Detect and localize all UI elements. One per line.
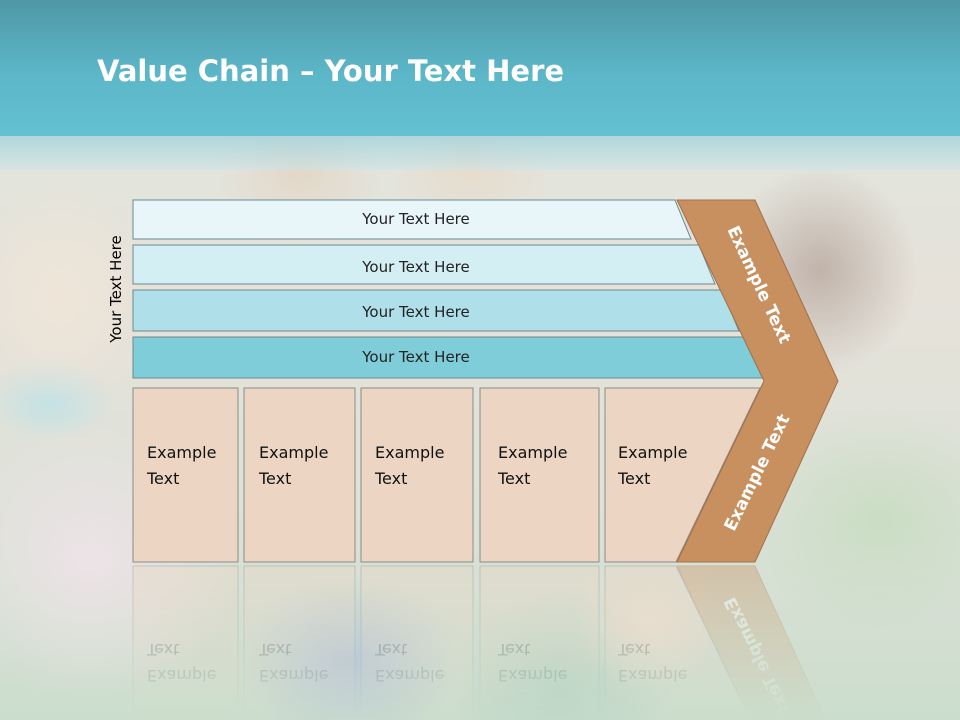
reflection-chevron xyxy=(676,565,827,720)
box-3-line-2: Text xyxy=(374,469,407,488)
refl-box-2-line-2: Text xyxy=(258,640,291,659)
activity-box-3 xyxy=(360,387,474,563)
reflection-box-5-text: Example Text xyxy=(617,640,687,685)
header-band xyxy=(0,0,960,136)
chevron-shape xyxy=(676,199,839,563)
box-1-line-1: Example xyxy=(147,443,216,462)
reflection-box-3 xyxy=(360,565,474,720)
slide-title: Value Chain – Your Text Here xyxy=(97,54,564,88)
row-label-4: Your Text Here xyxy=(361,348,469,366)
refl-box-4-line-1: Example xyxy=(498,666,567,685)
reflection-box-4-text: Example Text xyxy=(497,640,567,685)
reflection-box-1 xyxy=(132,565,239,720)
reflection-box-2 xyxy=(243,565,356,720)
refl-box-1-line-1: Example xyxy=(147,666,216,685)
box-2-line-1: Example xyxy=(259,443,328,462)
row-bar-3 xyxy=(132,289,740,332)
reflection-box-5 xyxy=(604,565,751,720)
row-label-1: Your Text Here xyxy=(361,210,469,228)
refl-box-2-line-1: Example xyxy=(259,666,328,685)
row-bars: Your Text Here Your Text Here Your Text … xyxy=(132,199,764,379)
refl-box-1-line-2: Text xyxy=(146,640,179,659)
reflection-box-3-text: Example Text xyxy=(374,640,444,685)
row-bar-1 xyxy=(132,199,692,240)
box-5-line-1: Example xyxy=(618,443,687,462)
row-label-2: Your Text Here xyxy=(361,258,469,276)
row-bar-2 xyxy=(132,244,716,285)
reflection-box-4 xyxy=(479,565,600,720)
box-3-line-1: Example xyxy=(375,443,444,462)
box-1-line-2: Text xyxy=(146,469,179,488)
refl-box-5-line-1: Example xyxy=(618,666,687,685)
header-fade xyxy=(0,136,960,170)
box-4-line-2: Text xyxy=(497,469,530,488)
activity-box-1 xyxy=(132,387,239,563)
reflection-box-1-text: Example Text xyxy=(146,640,216,685)
box-4-line-1: Example xyxy=(498,443,567,462)
title-bold: Value Chain xyxy=(97,54,290,88)
refl-box-3-line-2: Text xyxy=(374,640,407,659)
refl-box-3-line-1: Example xyxy=(375,666,444,685)
row-label-3: Your Text Here xyxy=(361,303,469,321)
refl-box-4-line-2: Text xyxy=(497,640,530,659)
activity-box-2 xyxy=(243,387,356,563)
refl-box-5-line-2: Text xyxy=(617,640,650,659)
box-2-line-2: Text xyxy=(258,469,291,488)
activity-box-4 xyxy=(479,387,600,563)
title-rest: – Your Text Here xyxy=(289,54,565,88)
box-5-line-2: Text xyxy=(617,469,650,488)
reflection-box-2-text: Example Text xyxy=(258,640,328,685)
activity-box-5 xyxy=(604,387,761,563)
diagram-reflection: Example Text Example Text Example Text Exam… xyxy=(132,565,827,720)
